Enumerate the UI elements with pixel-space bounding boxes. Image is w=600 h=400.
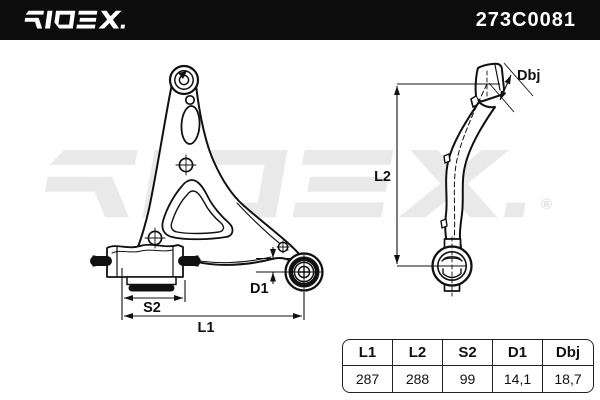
dim-label-l2: L2 bbox=[374, 169, 391, 185]
side-bushing bbox=[431, 236, 473, 297]
table-header-s2: S2 bbox=[443, 340, 493, 366]
table-value-d1: 14,1 bbox=[493, 366, 543, 392]
dim-label-s2: S2 bbox=[143, 300, 161, 316]
table-value-dbj: 18,7 bbox=[554, 371, 582, 387]
registered-trademark-icon: ® bbox=[541, 196, 553, 213]
ball-joint bbox=[276, 240, 324, 292]
dimensions-table: L1 L2 S2 D1 Dbj 287 288 99 14,1 18,7 bbox=[342, 339, 594, 393]
bolt-hole-crosshair bbox=[144, 154, 197, 249]
top-bushing bbox=[168, 64, 200, 96]
table-header-l2: L2 bbox=[393, 340, 443, 366]
table-value-l1: 287 bbox=[343, 366, 393, 392]
table-value-s2: 99 bbox=[443, 366, 493, 392]
table-header-dbj: Dbj bbox=[543, 340, 593, 366]
table-header-d1: D1 bbox=[493, 340, 543, 366]
front-bushing bbox=[90, 243, 201, 292]
front-view-drawing bbox=[90, 64, 324, 292]
table-header-l1: L1 bbox=[343, 340, 393, 366]
dimension-lines bbox=[121, 62, 534, 320]
dim-label-dbj: Dbj bbox=[517, 68, 540, 84]
side-view-drawing bbox=[431, 62, 505, 297]
dim-label-l1: L1 bbox=[198, 320, 215, 336]
dim-label-d1: D1 bbox=[250, 281, 269, 297]
part-number: 273C0081 bbox=[475, 8, 576, 31]
table-value-l2: 288 bbox=[393, 366, 443, 392]
header-bar: 273C0081 bbox=[0, 0, 600, 40]
